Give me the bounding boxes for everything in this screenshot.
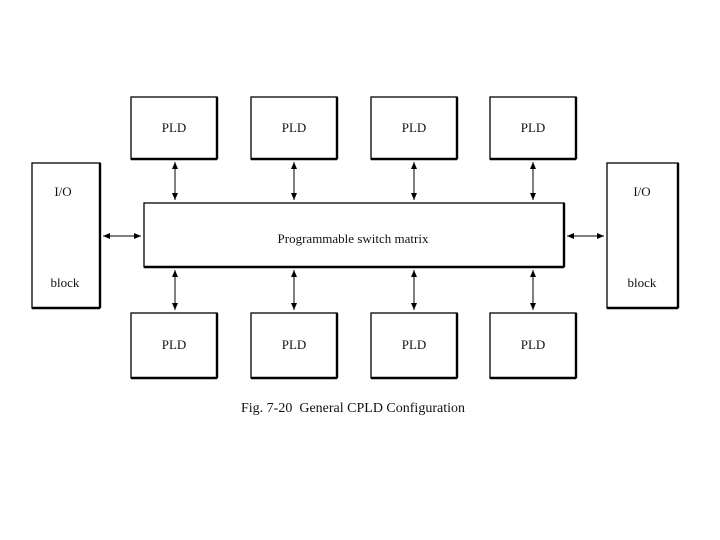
- io-block-right: I/O block: [606, 162, 680, 310]
- pld-block-bottom-1: PLD: [130, 312, 219, 380]
- pld-block-top-4: PLD: [489, 96, 578, 161]
- io-left-top-label: I/O: [54, 184, 71, 199]
- io-right-top-label: I/O: [633, 184, 650, 199]
- pld-block-bottom-4: PLD: [489, 312, 578, 380]
- pld-label-bottom-2: PLD: [282, 337, 307, 352]
- figure-caption: Fig. 7-20 General CPLD Configuration: [241, 401, 465, 416]
- pld-block-top-3: PLD: [370, 96, 459, 161]
- switch-matrix-block: Programmable switch matrix: [143, 202, 566, 269]
- pld-block-top-1: PLD: [130, 96, 219, 161]
- io-right-bottom-label: block: [628, 275, 657, 290]
- pld-block-bottom-2: PLD: [250, 312, 339, 380]
- pld-block-bottom-3: PLD: [370, 312, 459, 380]
- pld-label-top-4: PLD: [521, 120, 546, 135]
- pld-label-bottom-1: PLD: [162, 337, 187, 352]
- pld-label-top-1: PLD: [162, 120, 187, 135]
- pld-label-top-3: PLD: [402, 120, 427, 135]
- pld-label-top-2: PLD: [282, 120, 307, 135]
- pld-block-top-2: PLD: [250, 96, 339, 161]
- io-left-bottom-label: block: [51, 275, 80, 290]
- switch-matrix-label: Programmable switch matrix: [278, 231, 429, 246]
- pld-label-bottom-4: PLD: [521, 337, 546, 352]
- pld-label-bottom-3: PLD: [402, 337, 427, 352]
- io-block-left: I/O block: [31, 162, 102, 310]
